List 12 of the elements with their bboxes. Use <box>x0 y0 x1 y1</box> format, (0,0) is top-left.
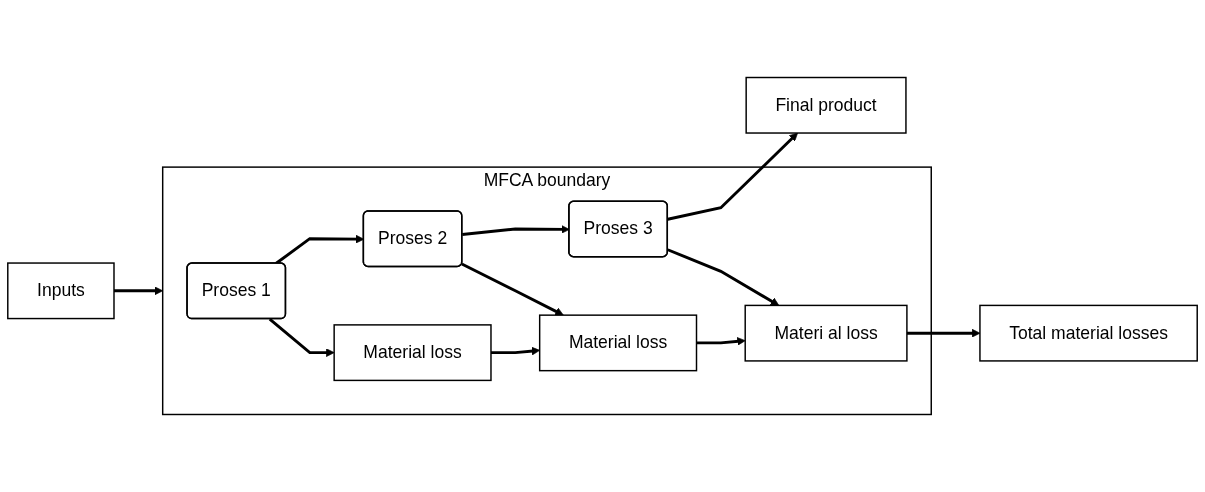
node-box: Final product <box>745 76 907 134</box>
node-box: Total material losses <box>979 304 1198 362</box>
node-box: Material loss <box>538 314 698 372</box>
arrow <box>268 317 335 357</box>
arrow <box>667 248 780 306</box>
arrow <box>461 262 564 316</box>
arrow <box>114 286 164 296</box>
node-box: Material loss <box>333 324 492 382</box>
arrow <box>667 132 798 221</box>
node-box: Materi al loss <box>744 304 908 362</box>
arrow <box>696 337 746 346</box>
node-box: Inputs <box>7 262 115 320</box>
